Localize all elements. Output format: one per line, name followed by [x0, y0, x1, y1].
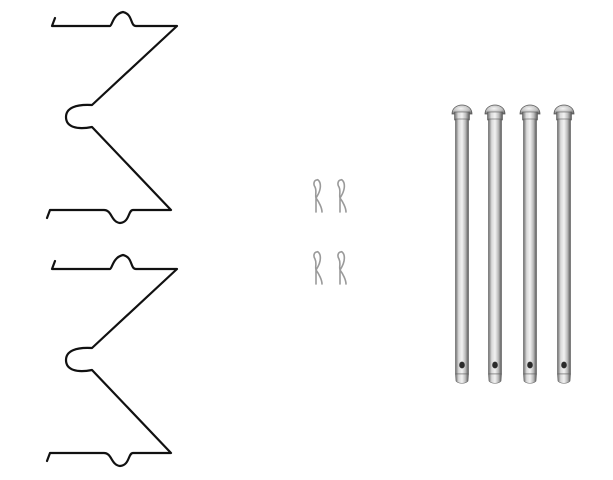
parts-kit-image: [45, 10, 575, 468]
